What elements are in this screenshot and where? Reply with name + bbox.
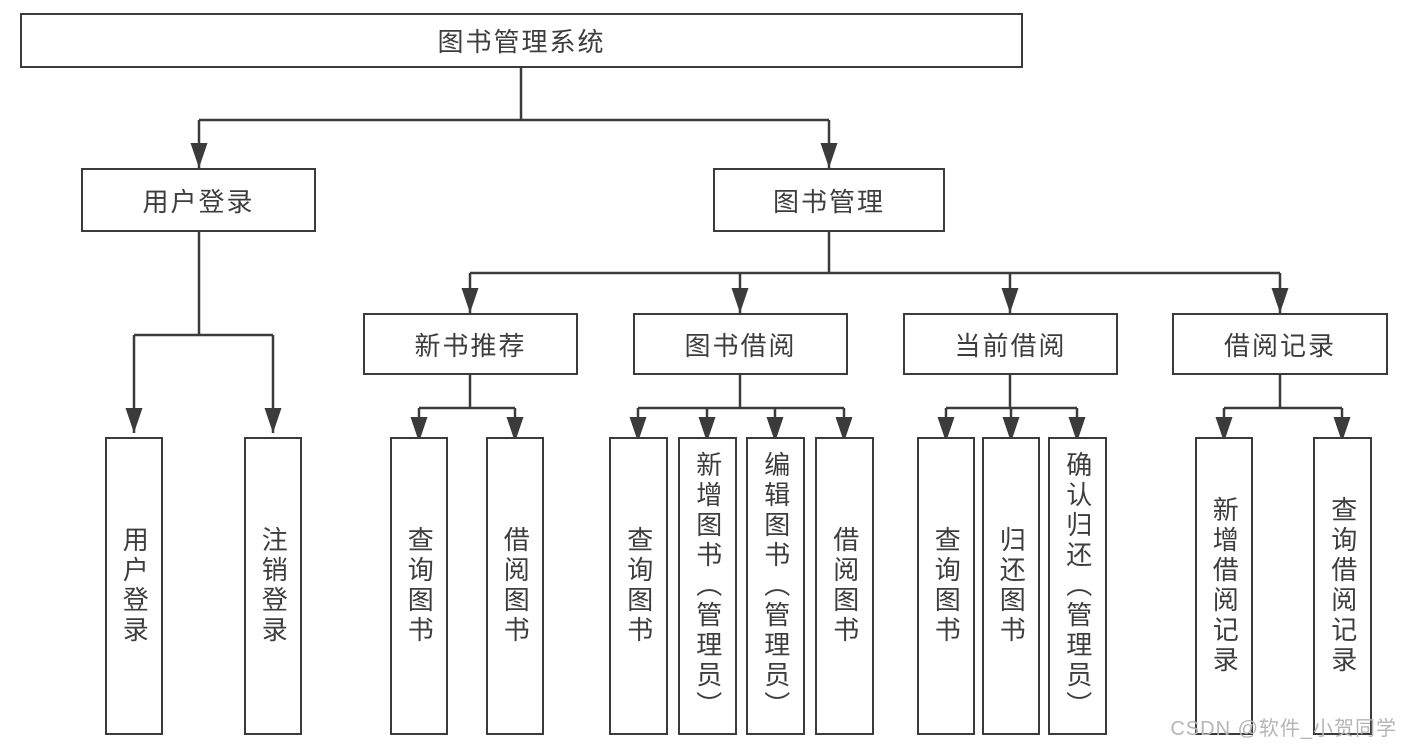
node-user-login-branch: 用户登录 [81, 168, 316, 232]
node-label: 编辑图书（管理员） [760, 451, 791, 721]
node-current-borrowing: 当前借阅 [903, 313, 1118, 375]
node-label: 用户登录 [142, 186, 255, 217]
node-label: 查询图书 [623, 526, 654, 646]
node-leaf-logout: 注销登录 [244, 437, 302, 735]
node-leaf-query-books-borrowing: 查询图书 [609, 437, 668, 735]
node-library-system-root: 图书管理系统 [20, 13, 1023, 68]
node-leaf-add-book-admin: 新增图书（管理员） [678, 437, 737, 735]
node-label: 新书推荐 [414, 330, 527, 361]
node-label: 借阅记录 [1223, 330, 1336, 361]
node-leaf-borrow-books: 借阅图书 [815, 437, 874, 735]
node-leaf-borrow-books-recommend: 借阅图书 [486, 437, 544, 735]
node-label: 借阅图书 [829, 526, 860, 646]
node-leaf-return-books: 归还图书 [982, 437, 1040, 735]
node-leaf-edit-book-admin: 编辑图书（管理员） [746, 437, 805, 735]
node-book-borrowing: 图书借阅 [633, 313, 848, 375]
node-label: 借阅图书 [500, 526, 531, 646]
csdn-watermark: CSDN @软件_小贺同学 [1170, 718, 1397, 740]
node-leaf-add-borrow-record: 新增借阅记录 [1195, 437, 1253, 735]
node-new-book-recommend: 新书推荐 [363, 313, 578, 375]
node-label: 确认归还（管理员） [1062, 451, 1093, 721]
node-label: 查询图书 [404, 526, 435, 646]
node-label: 图书借阅 [684, 330, 797, 361]
node-book-management-branch: 图书管理 [713, 168, 945, 232]
node-leaf-query-books-recommend: 查询图书 [390, 437, 448, 735]
node-leaf-query-books-current: 查询图书 [917, 437, 975, 735]
node-label: 查询图书 [931, 526, 962, 646]
node-label: 图书管理系统 [437, 27, 606, 57]
node-label: 归还图书 [996, 526, 1027, 646]
node-label: 用户登录 [119, 526, 150, 646]
node-label: 查询借阅记录 [1327, 496, 1358, 676]
node-label: 图书管理 [772, 186, 885, 217]
node-label: 注销登录 [258, 526, 289, 646]
node-label: 新增图书（管理员） [692, 451, 723, 721]
node-leaf-query-borrow-record: 查询借阅记录 [1313, 437, 1372, 735]
node-borrowing-records: 借阅记录 [1172, 313, 1388, 375]
node-label: 当前借阅 [954, 330, 1067, 361]
node-leaf-user-login: 用户登录 [105, 437, 163, 735]
node-label: 新增借阅记录 [1209, 496, 1240, 676]
node-leaf-confirm-return-admin: 确认归还（管理员） [1048, 437, 1107, 735]
